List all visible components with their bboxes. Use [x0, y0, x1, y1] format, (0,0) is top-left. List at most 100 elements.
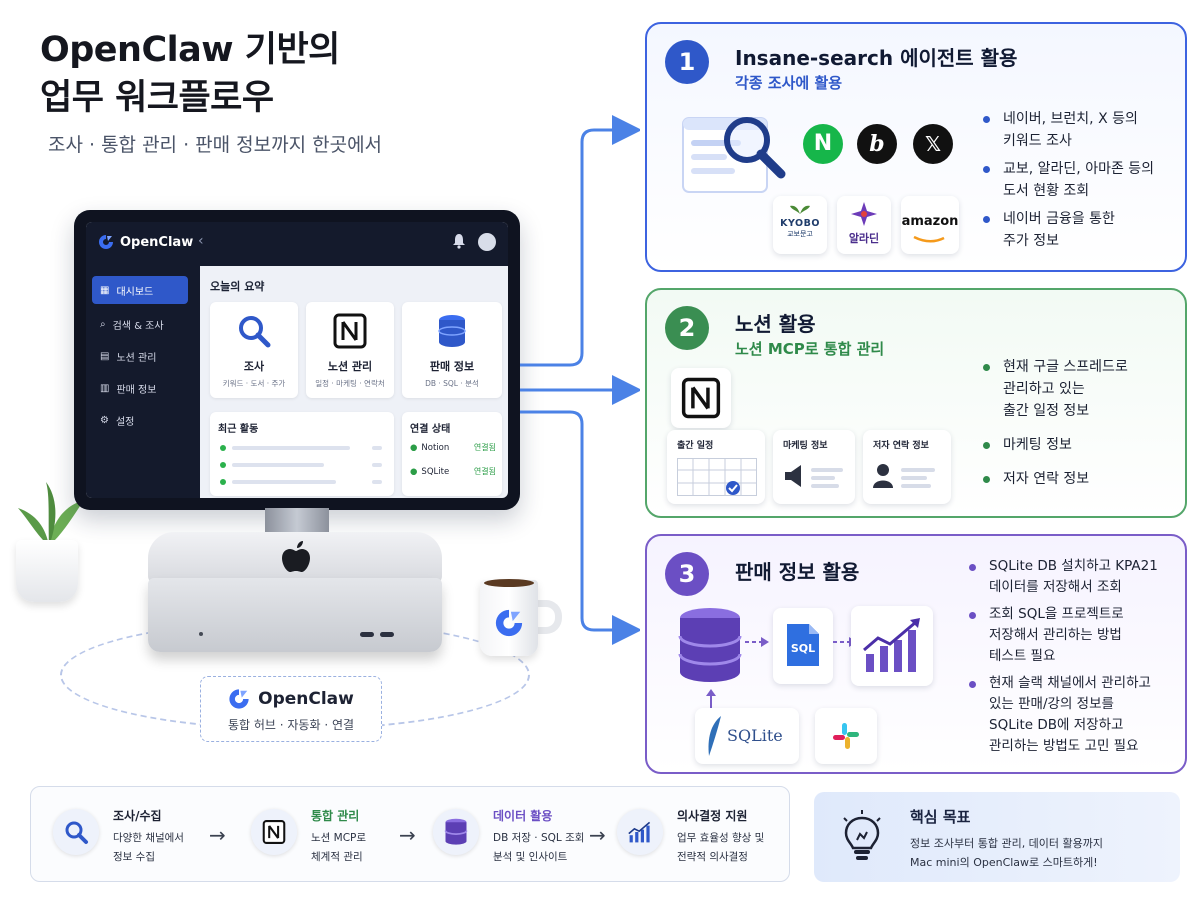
dashed-arrow-icon	[745, 637, 769, 647]
key-goal-card: 핵심 목표 정보 조사부터 통합 관리, 데이터 활용까지 Mac mini의 …	[814, 792, 1180, 882]
sidebar-item-dashboard[interactable]: ▦ 대시보드	[92, 276, 188, 304]
plant-pot	[16, 540, 78, 602]
step-icon	[53, 809, 99, 855]
step-icon	[433, 809, 479, 855]
slack-logo-icon	[833, 723, 859, 749]
connection-heading: 연결 상태	[410, 424, 451, 435]
coffee	[484, 579, 534, 587]
recent-activity-heading: 최근 활동	[218, 424, 259, 435]
card-title: 판매 정보	[429, 360, 475, 373]
sql-label: SQL	[790, 642, 816, 655]
card-title: 노션 관리	[327, 360, 373, 373]
calendar-grid-icon	[677, 458, 757, 496]
connection-status: 연결됨	[473, 443, 496, 452]
usb-port	[360, 632, 374, 637]
search-icon: ⌕	[100, 318, 106, 330]
card-author-contact: 저자 연락 정보	[863, 430, 951, 504]
collapse-chevron-icon[interactable]: ‹	[198, 233, 204, 249]
bullet-item: 네이버, 브런치, X 등의 키워드 조사	[981, 108, 1154, 152]
summary-card-sales[interactable]: 판매 정보 DB · SQL · 분석	[402, 302, 502, 398]
sidebar-item-search[interactable]: ⌕ 검색 & 조사	[92, 310, 188, 338]
goal-line-1: 정보 조사부터 통합 관리, 데이터 활용까지	[910, 837, 1104, 850]
sidebar-item-settings[interactable]: ⚙ 설정	[92, 406, 188, 434]
panel-title: Insane-search 에이전트 활용	[735, 46, 1018, 70]
bullet-item: 마케팅 정보	[981, 434, 1128, 456]
connection-status-card: 연결 상태 ● Notion 연결됨 ● SQLite 연결됨	[402, 412, 502, 496]
sqlite-logo-tile: SQLite	[695, 708, 799, 764]
panel1-bullets: 네이버, 브런치, X 등의 키워드 조사 교보, 알라딘, 아마존 등의 도서…	[981, 108, 1154, 258]
summary-card-notion[interactable]: 노션 관리 일정 · 마케팅 · 연락처	[306, 302, 394, 398]
page-subtitle: 조사 · 통합 관리 · 판매 정보까지 한곳에서	[48, 134, 383, 156]
goal-line-2: Mac mini의 OpenClaw로 스마트하게!	[910, 856, 1098, 869]
notion-icon	[262, 820, 286, 844]
plant-leaves-icon	[18, 482, 84, 546]
panel-notion: 2 노션 활용 노션 MCP로 통합 관리 출간 일정 마케팅 정보	[645, 288, 1187, 518]
connection-row-notion: ● Notion 연결됨	[410, 442, 496, 453]
hub-subtitle: 통합 허브 · 자동화 · 연결	[227, 718, 355, 732]
step-icon	[251, 809, 297, 855]
mug-handle	[536, 600, 562, 634]
power-led	[199, 632, 203, 636]
database-icon	[444, 818, 468, 845]
panel-insane-search: 1 Insane-search 에이전트 활용 각종 조사에 활용 N b 𝕏 …	[645, 22, 1187, 272]
activity-bar	[372, 446, 382, 450]
sidebar-item-label: 검색 & 조사	[112, 320, 164, 332]
bullet-item: 조회 SQL을 프로젝트로 저장해서 관리하는 방법 테스트 필요	[967, 604, 1158, 667]
dashboard-main: 오늘의 요약 조사 키워드 · 도서 · 주가 노션 관리 일정 · 마케팅 ·…	[200, 266, 508, 498]
summary-card-research[interactable]: 조사 키워드 · 도서 · 주가	[210, 302, 298, 398]
connection-name: Notion	[421, 442, 450, 453]
notion-icon: ▤	[100, 350, 110, 362]
amazon-logo-tile: amazon	[901, 196, 959, 254]
user-avatar[interactable]	[478, 233, 496, 251]
sqlite-label: SQLite	[727, 726, 783, 745]
monitor: OpenClaw ‹ ▦ 대시보드 ⌕ 검색 & 조사 ▤ 노션 관리	[74, 210, 520, 510]
dashboard-logo[interactable]: OpenClaw	[98, 234, 193, 250]
bell-icon[interactable]	[452, 233, 466, 249]
sidebar-item-sales[interactable]: ▥ 판매 정보	[92, 374, 188, 402]
panel2-bullets: 현재 구글 스프레드로 관리하고 있는 출간 일정 정보 마케팅 정보 저자 연…	[981, 356, 1128, 496]
page-title: OpenClaw 기반의 업무 워크플로우	[40, 26, 340, 122]
chart-tile	[851, 606, 933, 686]
dashboard-sidebar: ▦ 대시보드 ⌕ 검색 & 조사 ▤ 노션 관리 ▥ 판매 정보 ⚙ 설정	[86, 266, 200, 498]
goal-title: 핵심 목표	[910, 808, 971, 826]
card-title: 출간 일정	[677, 441, 714, 451]
megaphone-icon	[785, 465, 843, 488]
activity-bar	[232, 446, 350, 450]
amazon-smile-icon	[913, 235, 945, 243]
slack-logo-tile	[815, 708, 877, 764]
card-title: 조사	[243, 360, 265, 373]
connection-row-sqlite: ● SQLite 연결됨	[410, 466, 496, 477]
card-subtitle: 키워드 · 도서 · 주가	[222, 379, 286, 388]
kyobo-leaf-icon	[790, 205, 810, 214]
summary-heading: 오늘의 요약	[210, 280, 265, 293]
step-title: 조사/수집	[113, 809, 162, 823]
browser-search-icon	[682, 117, 786, 193]
step-title: 데이터 활용	[493, 809, 553, 823]
aladin-logo-tile: 알라딘	[837, 196, 891, 254]
activity-dot	[220, 445, 226, 451]
panel-subtitle: 노션 MCP로 통합 관리	[735, 340, 885, 358]
title-line-2: 업무 워크플로우	[40, 78, 274, 118]
activity-bar	[232, 480, 336, 484]
recent-activity-card: 최근 활동	[210, 412, 394, 496]
sidebar-item-label: 판매 정보	[116, 384, 157, 396]
bullet-item: 교보, 알라딘, 아마존 등의 도서 현황 조회	[981, 158, 1154, 202]
step-title: 통합 관리	[311, 809, 360, 823]
card-marketing-info: 마케팅 정보	[773, 430, 855, 504]
usb-port	[380, 632, 394, 637]
sidebar-item-notion[interactable]: ▤ 노션 관리	[92, 342, 188, 370]
dashboard-icon: ▦	[100, 284, 110, 296]
step-desc: 업무 효율성 향상 및 전략적 의사결정	[677, 832, 765, 863]
step-desc: DB 저장 · SQL 조회 분석 및 인사이트	[493, 832, 585, 863]
bullet-item: 현재 슬랙 채널에서 관리하고 있는 판매/강의 정보를 SQLite DB에 …	[967, 673, 1158, 757]
dashboard-topbar: OpenClaw ‹	[86, 222, 508, 266]
panel3-bullets: SQLite DB 설치하고 KPA21 데이터를 저장해서 조회 조회 SQL…	[967, 556, 1158, 763]
connector-arrows	[520, 115, 640, 645]
coffee-mug	[480, 580, 538, 656]
search-icon	[239, 316, 271, 348]
hub-title: OpenClaw	[258, 689, 354, 709]
panel-number-badge: 1	[665, 40, 709, 84]
database-icon	[438, 315, 466, 347]
step-desc: 다양한 채널에서 정보 수집	[113, 832, 184, 863]
aladin-label: 알라딘	[848, 232, 880, 245]
